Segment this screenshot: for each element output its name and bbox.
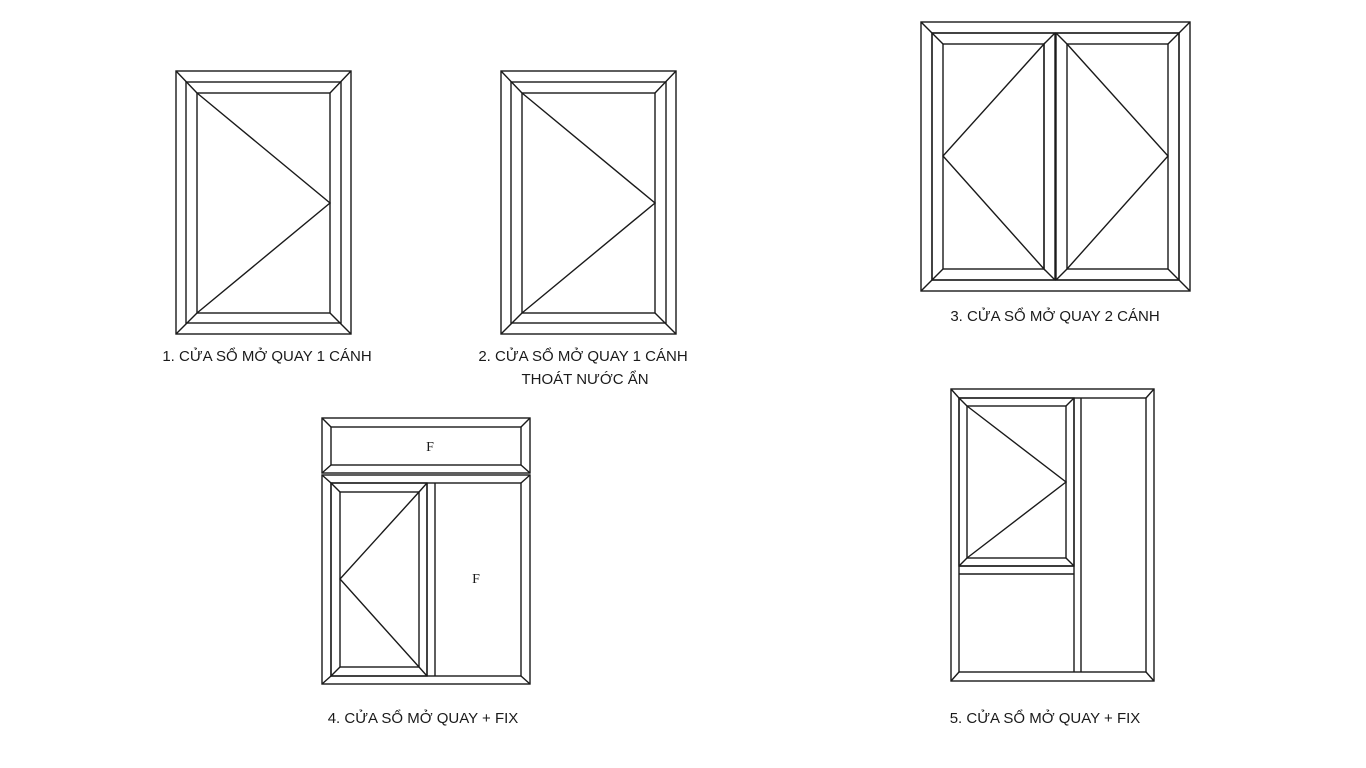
window-3-outer-frame — [920, 21, 1191, 292]
window-5-sash-glass — [966, 405, 1067, 559]
window-2-inner-frame — [510, 81, 667, 324]
window-5-outer-frame — [950, 388, 1155, 682]
window-4-transom-fix-label: F — [426, 440, 434, 455]
window-3-right-swing-indicator — [1066, 43, 1169, 270]
window-2-swing-indicator — [521, 92, 657, 314]
window-2-outer-frame — [500, 70, 677, 335]
window-1-outer-frame — [175, 70, 352, 335]
window-3-double-casement — [920, 21, 1191, 292]
window-5-inner-frame — [958, 397, 1147, 673]
window-2-single-casement-hidden-drain — [500, 70, 677, 335]
window-4-fixed-panel-label: F — [472, 572, 480, 587]
window-4-sash-glass — [339, 491, 420, 668]
window-4-lower-outer-frame — [321, 474, 531, 685]
caption-window-4: 4. CỬA SỔ MỞ QUAY + FIX — [327, 710, 519, 727]
window-1-single-casement — [175, 70, 352, 335]
window-2-sash — [521, 92, 656, 314]
window-1-sash — [196, 92, 331, 314]
window-3-left-sash-frame — [931, 32, 1056, 281]
caption-window-1: 1. CỬA SỔ MỞ QUAY 1 CÁNH — [162, 348, 372, 365]
window-4-swing-indicator — [339, 491, 420, 668]
window-5-casement-plus-fix — [950, 388, 1155, 682]
window-5-sash-frame — [958, 397, 1075, 567]
window-3-right-sash-frame — [1055, 32, 1180, 281]
window-4-casement-plus-fix: F F — [321, 417, 531, 685]
window-4-sash-frame — [330, 482, 428, 677]
caption-window-5: 5. CỬA SỔ MỞ QUAY + FIX — [949, 710, 1141, 727]
window-3-left-swing-indicator — [942, 42, 1045, 271]
window-1-swing-indicator — [196, 92, 332, 314]
caption-window-2-line-2: THOÁT NƯỚC ẨN — [521, 371, 649, 388]
window-4-transom-outer — [321, 417, 531, 474]
window-3-right-sash-glass — [1066, 43, 1169, 270]
window-4-transom-inner — [330, 426, 522, 466]
window-4-lower-inner-frame — [330, 482, 522, 677]
window-1-inner-frame — [185, 81, 342, 324]
caption-window-2-line-1: 2. CỬA SỔ MỞ QUAY 1 CÁNH — [478, 348, 688, 365]
window-3-left-sash-glass — [942, 43, 1045, 270]
caption-window-3: 3. CỬA SỔ MỞ QUAY 2 CÁNH — [950, 308, 1160, 325]
window-5-swing-indicator — [966, 405, 1068, 559]
